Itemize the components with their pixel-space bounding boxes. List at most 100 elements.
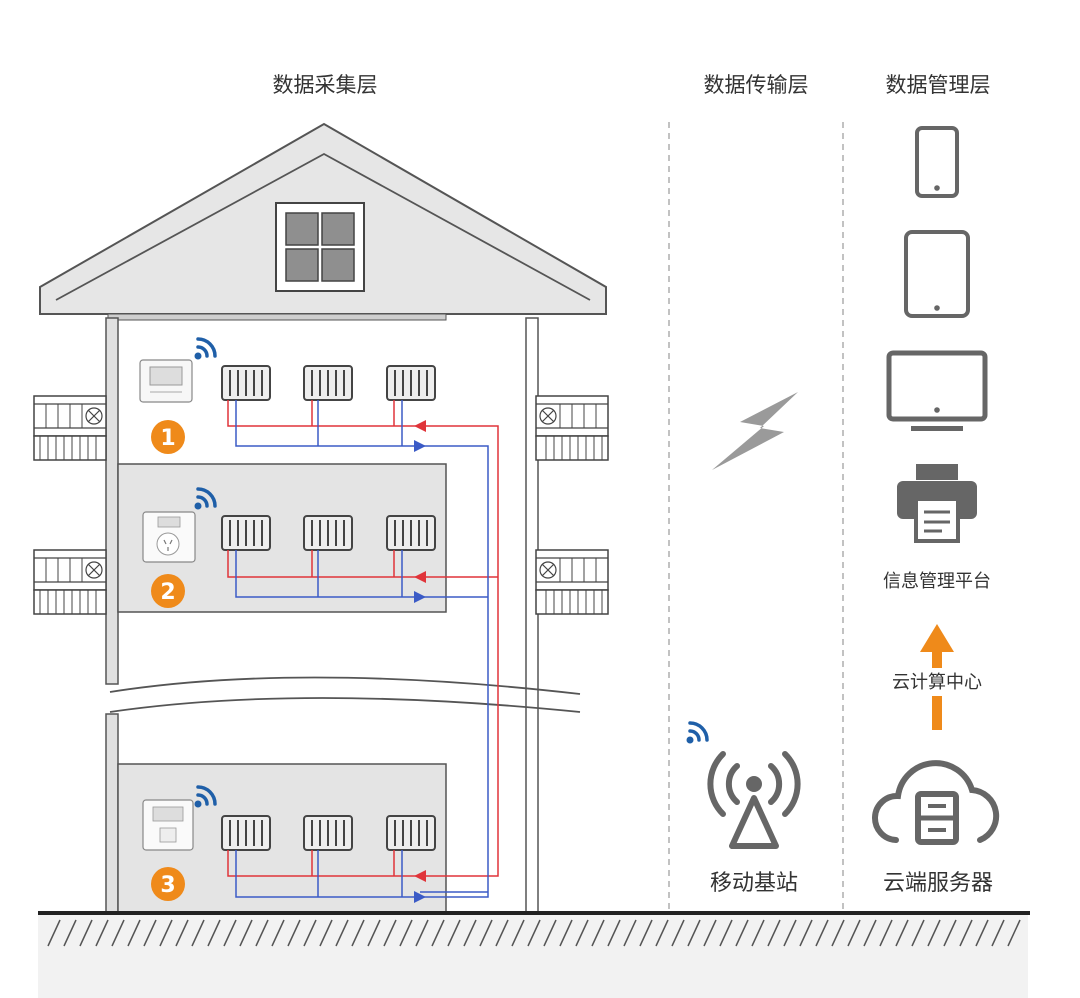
ground-hatch-mark (735, 919, 749, 947)
tablet-icon (904, 230, 970, 318)
ground-hatch-mark (415, 919, 429, 947)
ground-hatch-mark (527, 919, 541, 947)
ground-hatch-mark (607, 919, 621, 947)
ground-hatch-mark (959, 919, 973, 947)
lightning-icon (712, 392, 798, 470)
left-wall-upper (105, 317, 119, 685)
ground-hatch-mark (79, 919, 93, 947)
ground-hatch-mark (447, 919, 461, 947)
floor-badge (151, 867, 185, 901)
ground-hatch-mark (351, 919, 365, 947)
balcony-right-2 (535, 549, 609, 615)
ground-hatch-mark (319, 919, 333, 947)
balcony-right-1 (535, 395, 609, 461)
wall-controller-device (142, 799, 194, 851)
base-station: 移动基站 (684, 721, 801, 896)
floor-1: 1 (139, 337, 436, 454)
floor-2: 2 (142, 487, 436, 608)
ground-hatch-mark (911, 919, 925, 947)
ground-hatch-mark (991, 919, 1005, 947)
monitor-icon (886, 350, 988, 431)
ground-hatch-mark (975, 919, 989, 947)
ground (38, 911, 1030, 998)
supply-pipe (227, 550, 420, 578)
ground-hatch-mark (799, 919, 813, 947)
ground-hatch-mark (671, 919, 685, 947)
return-riser (420, 445, 489, 898)
ground-hatch-mark (943, 919, 957, 947)
cloud-server-icon (872, 760, 1000, 845)
ground-hatch-mark (95, 919, 109, 947)
ground-hatch-mark (63, 919, 77, 947)
layer-title-transmission: 数据传输层 (704, 73, 809, 97)
ground-hatch-mark (623, 919, 637, 947)
ground-hatch-mark (367, 919, 381, 947)
ground-hatch-mark (511, 919, 525, 947)
radiator-2 (303, 365, 353, 401)
radiator-1 (221, 515, 271, 551)
socket-controller-device (142, 511, 196, 563)
balcony-left-2 (33, 549, 107, 615)
ground-hatch-mark (815, 919, 829, 947)
ground-hatch-mark (703, 919, 717, 947)
radiator-3 (386, 815, 436, 851)
ground-hatch-mark (191, 919, 205, 947)
balcony-left-1 (33, 395, 107, 461)
ground-hatch-mark (303, 919, 317, 947)
ground-hatch-mark (159, 919, 173, 947)
radiator-3 (386, 365, 436, 401)
antenna-icon (707, 751, 801, 849)
radiator-1 (221, 365, 271, 401)
ground-hatch-mark (895, 919, 909, 947)
ground-hatch-mark (831, 919, 845, 947)
ground-hatch-mark (239, 919, 253, 947)
return-pipe (235, 850, 420, 898)
ground-hatch-mark (431, 919, 445, 947)
ground-hatch-mark (399, 919, 413, 947)
floor-badge (151, 574, 185, 608)
printer-icon (897, 464, 977, 543)
ground-hatch-mark (111, 919, 125, 947)
floor-3: 3 (142, 785, 436, 903)
floor-number: 1 (160, 426, 175, 451)
attic-window (275, 202, 365, 292)
ground-hatch-mark (271, 919, 285, 947)
ground-hatch-mark (687, 919, 701, 947)
ground-hatch-mark (479, 919, 493, 947)
supply-pipe (227, 850, 420, 877)
ground-hatch-mark (879, 919, 893, 947)
left-wall-lower (105, 713, 119, 913)
upward-arrow (920, 624, 954, 730)
supply-pipe (227, 400, 420, 427)
thermostat-device (139, 359, 193, 403)
supply-arrow (414, 571, 426, 583)
roof-eave (107, 313, 447, 321)
floor-badge (151, 420, 185, 454)
radiator-3 (386, 515, 436, 551)
ground-hatch-mark (223, 919, 237, 947)
platform-label: 信息管理平台 (883, 571, 991, 592)
ground-hatch-mark (927, 919, 941, 947)
floor-number: 2 (160, 580, 175, 605)
ground-hatch-mark (847, 919, 861, 947)
wifi-icon (192, 337, 217, 362)
ground-hatch-mark (591, 919, 605, 947)
ground-hatch-mark (255, 919, 269, 947)
ground-hatch-mark (751, 919, 765, 947)
ground-hatch-mark (287, 919, 301, 947)
ground-hatch-mark (47, 919, 61, 947)
phone-icon (915, 126, 959, 198)
ground-hatch-mark (495, 919, 509, 947)
ground-hatch-mark (639, 919, 653, 947)
cloud-center-label: 云计算中心 (892, 672, 982, 693)
ground-hatch-mark (559, 919, 573, 947)
floor-break-line-top (109, 676, 581, 695)
ground-hatch-mark (719, 919, 733, 947)
radiator-1 (221, 815, 271, 851)
ground-hatch-mark (783, 919, 797, 947)
supply-arrow (414, 870, 426, 882)
floor-number: 3 (160, 873, 175, 898)
return-pipe (235, 400, 420, 447)
layer-title-collection: 数据采集层 (273, 73, 378, 97)
floor-break-line-bottom (109, 697, 581, 713)
